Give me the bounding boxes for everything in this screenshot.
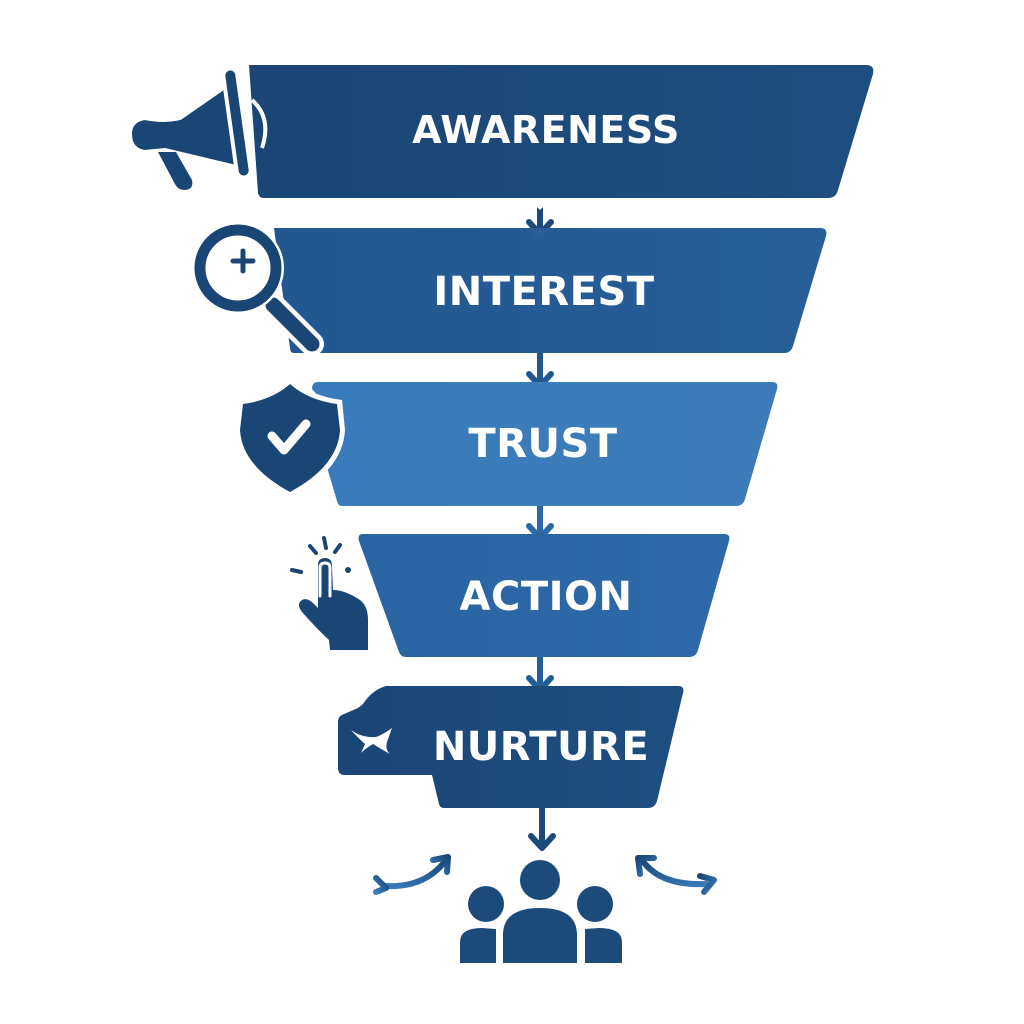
stage-band xyxy=(312,382,778,506)
stage-action: ACTION xyxy=(290,534,730,657)
arrow-down-icon xyxy=(526,350,554,389)
arrow-down-icon xyxy=(526,654,554,693)
stage-band xyxy=(358,534,730,657)
stage-band xyxy=(249,65,874,198)
magnifying-glass-plus-icon xyxy=(192,222,324,356)
stage-awareness: AWARENESS xyxy=(127,65,874,210)
outcome-community xyxy=(373,854,717,963)
stage-band xyxy=(338,686,684,808)
stage-label-action: ACTION xyxy=(460,574,633,620)
stage-label-interest: INTEREST xyxy=(433,269,654,315)
stage-band xyxy=(274,228,827,353)
stage-nurture: NURTURE xyxy=(338,686,684,808)
arrow-down-icon xyxy=(526,503,554,541)
stage-label-trust: TRUST xyxy=(468,421,617,467)
arrow-down-icon xyxy=(528,805,556,851)
group-of-people-icon xyxy=(460,860,622,963)
shield-check-icon xyxy=(235,378,345,498)
curved-double-arrow-right-icon xyxy=(635,855,717,895)
stage-interest: INTEREST xyxy=(192,222,827,356)
curved-double-arrow-left-icon xyxy=(373,854,451,895)
paper-plane-icon xyxy=(351,728,392,754)
tap-hand-icon xyxy=(290,536,368,650)
stage-label-awareness: AWARENESS xyxy=(412,108,680,152)
megaphone-icon xyxy=(127,66,268,190)
stage-label-nurture: NURTURE xyxy=(433,724,649,770)
stage-trust: TRUST xyxy=(235,378,778,506)
